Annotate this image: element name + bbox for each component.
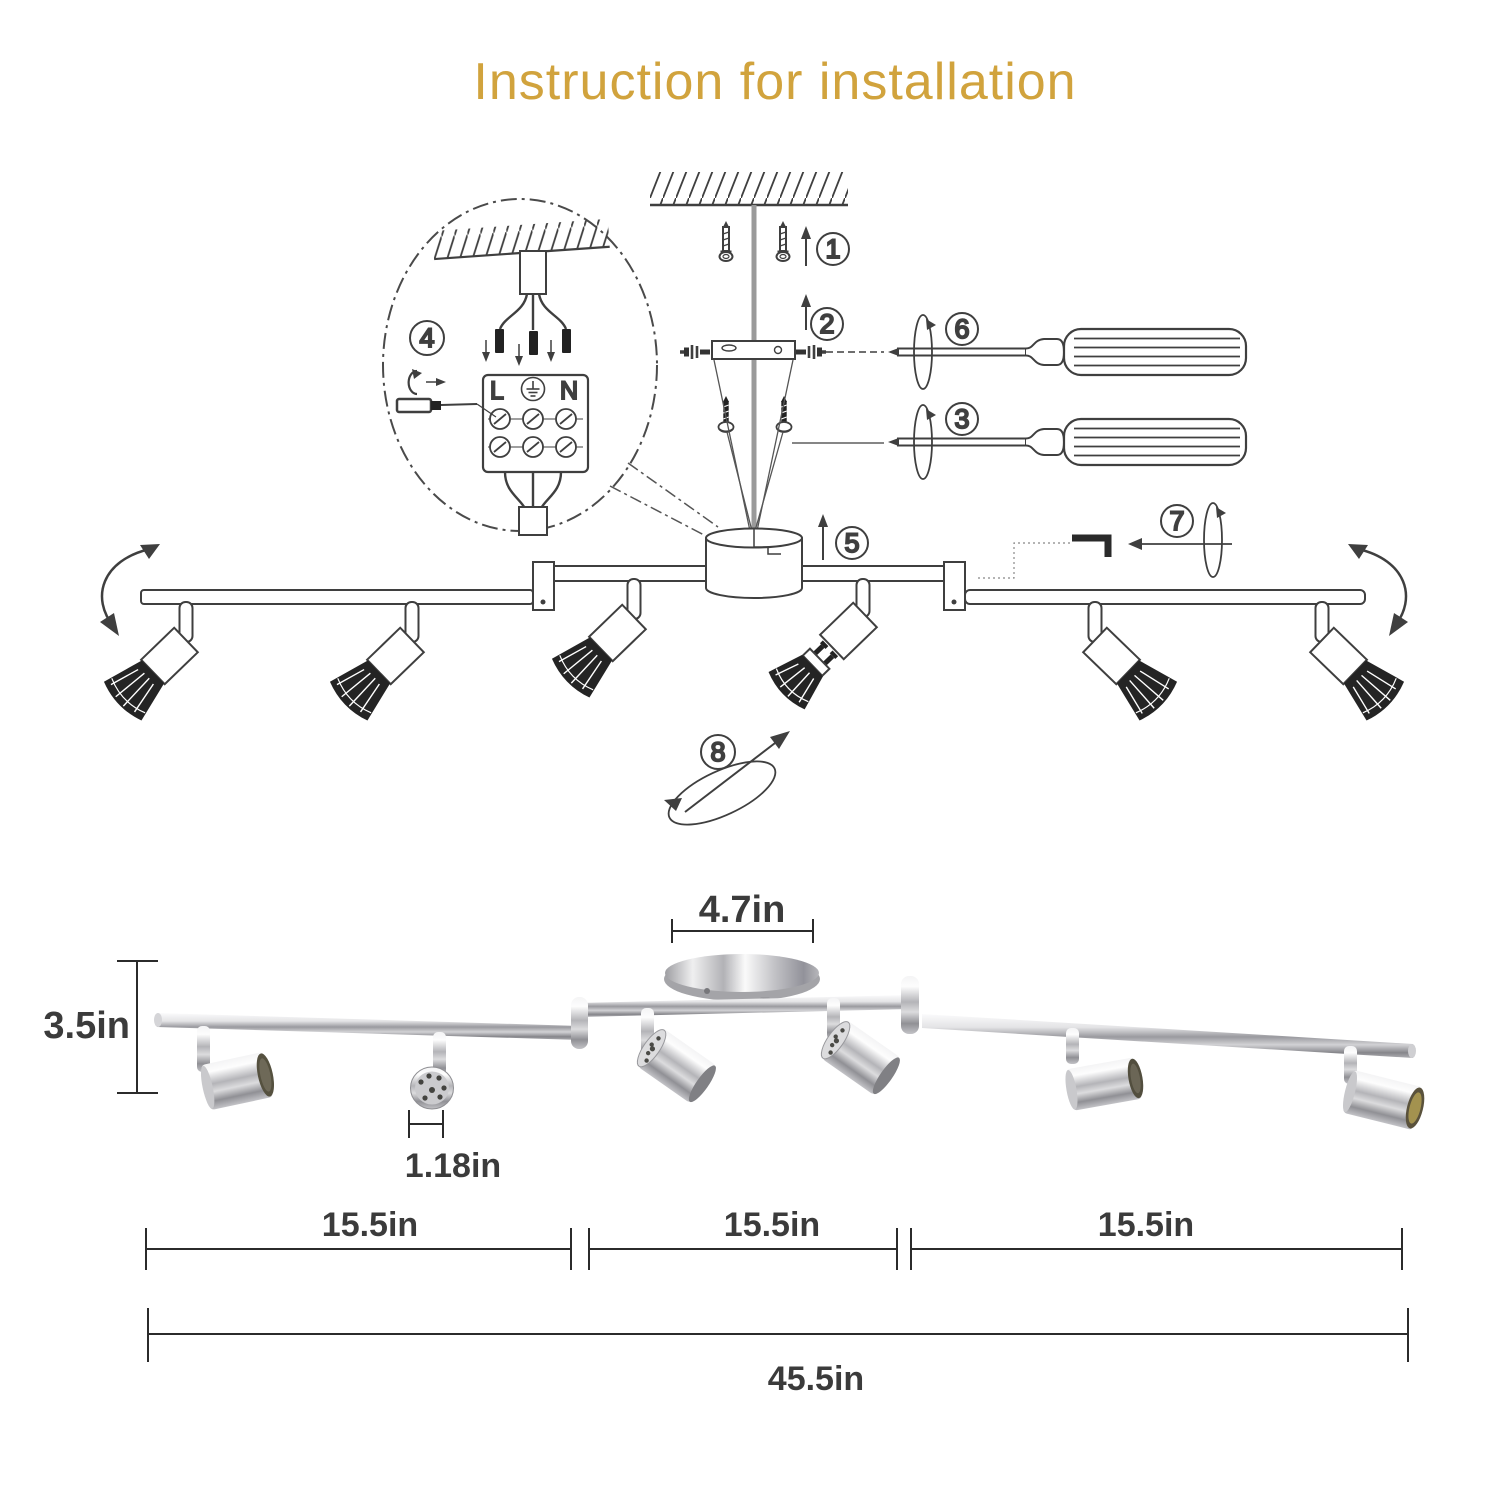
earth-symbol-icon [520,376,546,402]
hex-key-step-7: 7 [976,502,1232,579]
canopy-photo [664,954,820,1006]
left-swivel-pin [571,997,588,1049]
spot-head-1 [200,1052,275,1110]
swivel-arrow-left [100,544,160,636]
dim-head-diameter: 1.18in [405,1110,501,1185]
arrow-up-icon [801,226,811,239]
socket-holes [644,1036,661,1063]
step-2-marker: 2 [801,294,844,341]
spotlight-drawing-5 [1075,601,1182,726]
arrow-up-icon [801,294,811,307]
step-number-3: 3 [954,404,969,434]
rotate-arrow-icon [407,369,446,396]
dim-canopy-width: 4.7in [671,889,814,943]
supply-wires [498,293,568,330]
alignment-lines [713,359,794,532]
step-number-6: 6 [954,314,969,344]
socket-holes [828,1028,845,1055]
screwdriver-icon [886,417,1248,467]
wire-ends [495,329,571,355]
spot-head-3 [636,1029,716,1103]
track-bars-drawing [140,561,1366,611]
step-number-2: 2 [819,309,834,339]
arrow-up-icon [818,514,828,527]
right-joint [943,561,966,611]
swivel-arrow-right [1348,544,1408,636]
screwdriver-3: 3 [886,402,1248,480]
step-1-marker: 1 [801,226,850,266]
leader-line [976,542,1070,579]
dim-fixture-height: 3.5in [43,960,158,1094]
segment-1-label: 15.5in [322,1206,418,1244]
canopy-drawing [705,527,803,599]
screwdriver-6: 6 [886,312,1248,390]
neutral-label: N [560,377,578,405]
hex-key-icon [1072,534,1112,557]
arrow-icon [770,731,790,749]
spotlight-drawing-3 [547,578,654,703]
fixture-height-label: 3.5in [43,1005,130,1047]
left-joint [532,561,555,611]
fixture-wires [503,471,563,511]
wiring-detail-oval: L N [382,198,658,536]
segment-3-label: 15.5in [1098,1206,1194,1244]
cable-sheath [519,250,547,295]
center-arm-photo [578,995,910,1017]
spot-head-6 [1342,1070,1425,1130]
page-title: Instruction for installation [473,53,1077,111]
total-length-label: 45.5in [768,1360,864,1398]
left-bar [140,589,534,605]
spot-head-4 [820,1021,900,1095]
right-bar [964,589,1366,605]
head-diameter-label: 1.18in [405,1147,501,1185]
spotlight-drawing-4-bulb-insert [768,578,879,710]
installation-steps-drawing: 1 2 [99,172,1409,826]
insert-arrows [482,340,555,366]
dim-total-length: 45.5in [147,1308,1409,1398]
spot-head-2 [410,1066,454,1110]
step-number-5: 5 [844,528,859,558]
spotlight-drawing-1 [99,601,206,726]
step-5-marker: 5 [818,514,869,560]
step-number-8: 8 [710,737,725,767]
segment-2-label: 15.5in [724,1206,820,1244]
step-number-1: 1 [825,234,840,264]
canopy-width-label: 4.7in [699,889,786,931]
socket-holes [418,1073,447,1101]
dimension-annotations: 4.7in 3.5in 1.18in [43,889,1409,1398]
step-number-4: 4 [419,323,434,353]
spot-head-5 [1065,1057,1144,1111]
detail-leader-lines [609,462,719,537]
product-photo [154,954,1425,1130]
right-swivel-pin [901,976,919,1034]
ceiling-drawing [650,172,848,207]
live-label: L [490,377,504,405]
right-arm-photo [922,1014,1413,1058]
bulb-pins [813,640,839,666]
left-arm-photo [157,1013,580,1040]
arrow-left-icon [1128,538,1142,550]
spotlight-drawing-6 [1302,601,1409,726]
rotation-icon [1203,502,1227,578]
terminal-screws [488,408,583,458]
fixture-cable [518,506,548,536]
step-number-7: 7 [1169,506,1184,536]
small-screwdriver [395,397,497,418]
dim-segments: 15.5in 15.5in 15.5in [145,1206,1403,1270]
mounting-bracket-drawing [678,340,828,361]
step-8-marker: 8 [664,731,790,826]
terminal-block: L N [481,373,590,474]
screwdriver-icon [886,327,1248,377]
spotlight-drawing-2 [325,601,432,726]
